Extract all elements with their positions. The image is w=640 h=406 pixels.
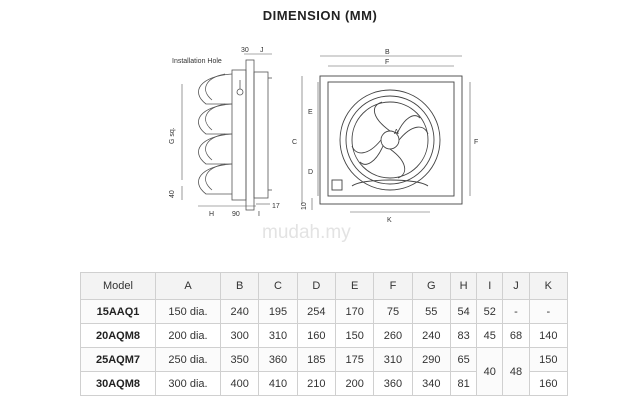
dim-10-label: 10 [301, 202, 308, 210]
cell-f: 360 [373, 371, 413, 396]
cell-b: 400 [219, 371, 260, 396]
cell-a: 250 dia. [155, 347, 221, 372]
cell-a: 300 dia. [155, 371, 221, 396]
cell-model: 30AQM8 [80, 371, 156, 396]
col-header-model: Model [80, 272, 156, 300]
cell-i: 52 [476, 299, 504, 324]
cell-e: 175 [334, 347, 375, 372]
dim-b-label: B [385, 49, 390, 56]
cell-g: 290 [411, 347, 451, 372]
cell-e: 200 [334, 371, 375, 396]
col-header-k: K [528, 272, 569, 300]
col-header-a: A [155, 272, 221, 300]
cell-d: 254 [296, 299, 336, 324]
cell-c: 360 [258, 347, 298, 372]
dim-j-label: J [260, 47, 264, 54]
col-header-h: H [449, 272, 478, 300]
dimension-table: Model A B C D E F G H I J K 15AAQ1 150 d… [80, 272, 569, 396]
cell-g: 340 [411, 371, 451, 396]
cell-h: 65 [449, 347, 478, 372]
cell-j-merged: 48 [502, 347, 530, 396]
col-header-b: B [219, 272, 260, 300]
cell-k: 140 [528, 323, 569, 348]
col-header-i: I [476, 272, 504, 300]
cell-g: 55 [411, 299, 451, 324]
installation-hole-label: Installation Hole [172, 58, 222, 65]
cell-a: 200 dia. [155, 323, 221, 348]
cell-j: 68 [502, 323, 530, 348]
cell-c: 410 [258, 371, 298, 396]
cell-g: 240 [411, 323, 451, 348]
dim-c-label: C [292, 139, 297, 146]
dim-g-label: G sq. [169, 127, 176, 144]
cell-a: 150 dia. [155, 299, 221, 324]
col-header-c: C [258, 272, 298, 300]
cell-b: 300 [219, 323, 260, 348]
dim-i-label: I [258, 211, 260, 218]
table-header-row: Model A B C D E F G H I J K [80, 272, 569, 300]
table-row: 20AQM8 200 dia. 300 310 160 150 260 240 … [80, 323, 569, 348]
cell-k: 160 [528, 371, 569, 396]
cell-h: 83 [449, 323, 478, 348]
dimension-drawing: Installation Hole 30 J G sq. 40 H 90 I 1… [169, 47, 478, 224]
cell-model: 25AQM7 [80, 347, 156, 372]
cell-i-merged: 40 [476, 347, 504, 396]
cell-i: 45 [476, 323, 504, 348]
cell-b: 350 [219, 347, 260, 372]
cell-d: 185 [296, 347, 336, 372]
dim-40-label: 40 [169, 190, 176, 198]
col-header-f: F [373, 272, 413, 300]
table-row: 25AQM7 250 dia. 350 360 185 175 310 290 … [80, 347, 569, 396]
cell-c: 195 [258, 299, 298, 324]
side-view-dimensions [181, 53, 272, 207]
cell-h: 54 [449, 299, 478, 324]
cell-f: 310 [373, 347, 413, 372]
col-header-e: E [334, 272, 375, 300]
front-view [319, 75, 463, 205]
dim-90-label: 90 [232, 211, 240, 218]
cell-f: 260 [373, 323, 413, 348]
col-header-j: J [502, 272, 530, 300]
page-title: DIMENSION (MM) [262, 8, 378, 23]
col-header-g: G [411, 272, 451, 300]
side-view [198, 59, 272, 211]
cell-d: 160 [296, 323, 336, 348]
cell-h: 81 [449, 371, 478, 396]
cell-b: 240 [219, 299, 260, 324]
front-view-dimensions [301, 55, 471, 213]
dim-k-label: K [387, 217, 392, 224]
cell-e: 150 [334, 323, 375, 348]
dim-a-label: A [394, 129, 399, 136]
dim-h-label: H [209, 211, 214, 218]
dim-f-right-label: F [474, 139, 478, 146]
cell-model: 20AQM8 [80, 323, 156, 348]
dim-e-label: E [308, 109, 313, 116]
cell-k: 150 [528, 347, 569, 372]
table-row: 15AAQ1 150 dia. 240 195 254 170 75 55 54… [80, 299, 569, 324]
cell-k: - [528, 299, 569, 324]
cell-model: 15AAQ1 [80, 299, 156, 324]
fan-guard-outer [339, 89, 441, 191]
cell-c: 310 [258, 323, 298, 348]
dim-d-label: D [308, 169, 313, 176]
cell-f: 75 [373, 299, 413, 324]
table-row: 30AQM8 300 dia. 400 410 210 200 360 340 … [80, 371, 569, 396]
dim-30-label: 30 [241, 47, 249, 54]
dim-17-label: 17 [272, 203, 280, 210]
cell-e: 170 [334, 299, 375, 324]
col-header-d: D [296, 272, 336, 300]
cell-d: 210 [296, 371, 336, 396]
cell-j: - [502, 299, 530, 324]
dim-f-top-label: F [385, 59, 389, 66]
watermark: mudah.my [262, 222, 351, 243]
